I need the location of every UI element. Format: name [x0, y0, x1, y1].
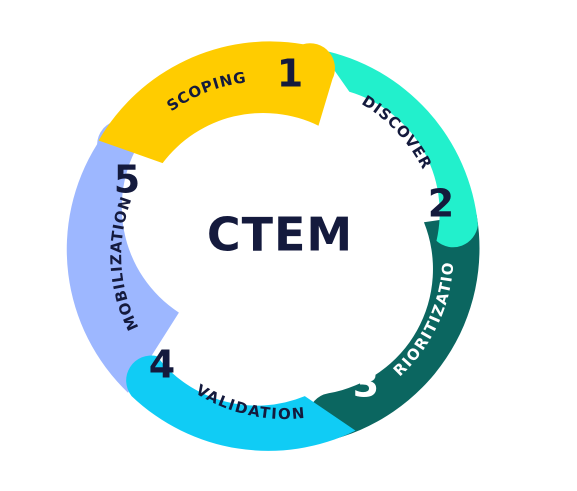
stage-number-4: 4: [149, 343, 175, 387]
segment-scoping: [98, 41, 335, 164]
segment-validation: [126, 355, 356, 451]
segment-mobilization: [66, 119, 179, 393]
center-title: CTEM: [207, 208, 353, 262]
stage-number-3: 3: [353, 362, 379, 406]
stage-number-1: 1: [277, 52, 303, 96]
segment-discover: [319, 49, 478, 248]
ring-segments: [66, 41, 480, 451]
segment-prioritization: [307, 214, 480, 442]
stage-number-5: 5: [114, 158, 140, 202]
stage-number-2: 2: [428, 182, 454, 226]
